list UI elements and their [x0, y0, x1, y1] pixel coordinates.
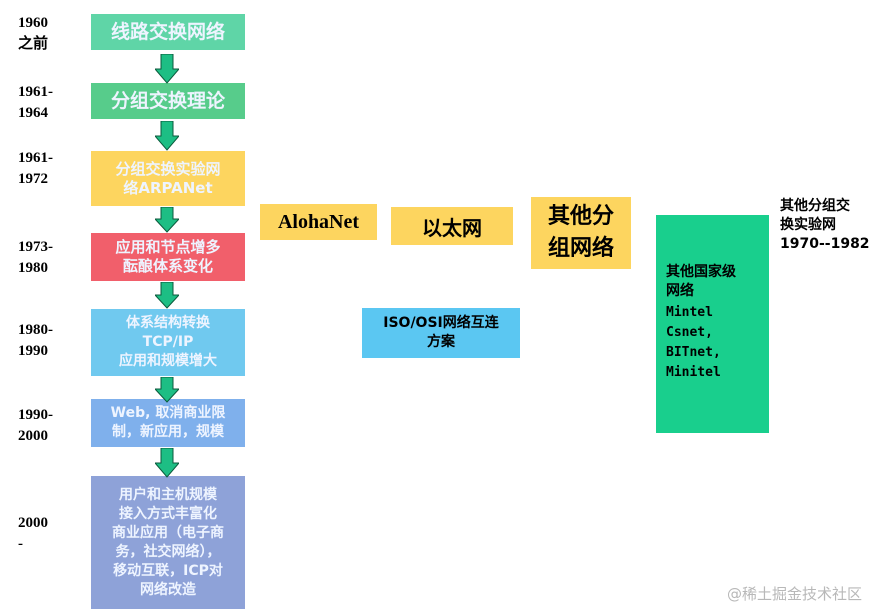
stage-2000-onward: 用户和主机规模 接入方式丰富化 商业应用（电子商 务，社交网络）， 移动互联，I… [91, 476, 245, 609]
stage-web: Web, 取消商业限 制，新应用，规模 [91, 399, 245, 447]
down-arrow-icon [155, 207, 179, 233]
other-packet-networks-box: 其他分 组网络 [531, 197, 631, 269]
national-networks-list: Mintel Csnet, BITnet, Minitel [666, 305, 721, 380]
down-arrow-icon [155, 448, 179, 478]
year-label-1973-1980: 1973- 1980 [18, 239, 53, 276]
stage-packet-switching-theory: 分组交换理论 [91, 83, 245, 119]
year-label-1980-1990: 1980- 1990 [18, 322, 53, 359]
iso-osi-box: ISO/OSI网络互连 方案 [362, 308, 520, 358]
stage-arpanet: 分组交换实验网 络ARPANet [91, 151, 245, 206]
national-networks-title: 其他国家级 网络 [666, 264, 736, 299]
alohanet-box: AlohaNet [260, 204, 377, 240]
down-arrow-icon [155, 282, 179, 309]
stage-circuit-switching: 线路交换网络 [91, 14, 245, 50]
ethernet-box: 以太网 [391, 207, 513, 245]
watermark: @稀土掘金技术社区 [726, 585, 862, 603]
year-label-1961-1972: 1961- 1972 [18, 150, 53, 187]
down-arrow-icon [155, 377, 179, 403]
year-label-1961-1964: 1961- 1964 [18, 84, 53, 121]
national-networks-box: 其他国家级 网络 Mintel Csnet, BITnet, Minitel [656, 215, 769, 433]
year-label-1960: 1960 之前 [18, 15, 49, 52]
side-label-experimental-networks: 其他分组交 换实验网 1970--1982 [780, 198, 870, 252]
stage-apps-nodes-increase: 应用和节点增多 酝酿体系变化 [91, 233, 245, 281]
down-arrow-icon [155, 54, 179, 84]
year-label-2000: 2000 - [18, 515, 48, 552]
down-arrow-icon [155, 121, 179, 151]
stage-tcp-ip: 体系结构转换 TCP/IP 应用和规模增大 [91, 309, 245, 376]
year-label-1990-2000: 1990- 2000 [18, 407, 53, 444]
